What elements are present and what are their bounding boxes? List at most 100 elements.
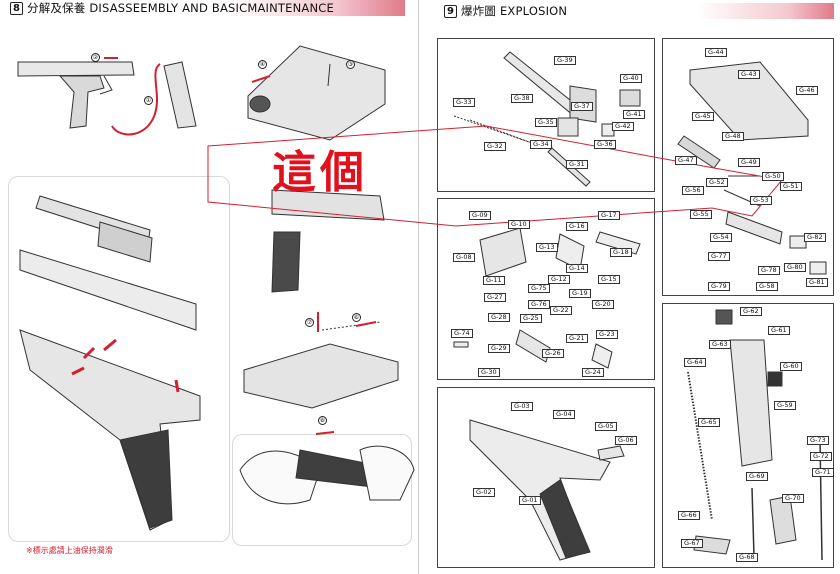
part-label: G-82 [804, 233, 826, 242]
part-label: G-51 [780, 182, 802, 191]
part-label: G-18 [610, 248, 632, 257]
section-number-8: 8 [10, 1, 23, 15]
part-label: G-41 [623, 110, 645, 119]
handwritten-annotation: 這個 [272, 147, 368, 198]
step-marker-2: ② [91, 53, 100, 62]
part-label: G-28 [488, 313, 510, 322]
pistol-partial-view-icon [271, 189, 385, 293]
part-label: G-39 [554, 56, 576, 65]
part-label: G-62 [740, 307, 762, 316]
part-label: G-67 [681, 539, 703, 548]
part-label: G-61 [768, 326, 790, 335]
part-label: G-44 [705, 48, 727, 57]
part-label: G-63 [709, 340, 731, 349]
left-page-header: 8 分解及保養 DISASSEEMBLY AND BASICMAINTENANC… [10, 0, 405, 16]
part-label: G-31 [566, 160, 588, 169]
part-label: G-20 [592, 300, 614, 309]
part-label: G-60 [780, 362, 802, 371]
step-marker-1: ① [144, 96, 153, 105]
part-label: G-19 [569, 289, 591, 298]
part-label: G-78 [758, 266, 780, 275]
part-label: G-29 [488, 344, 510, 353]
slide-with-spring-icon [243, 321, 399, 409]
pistol-side-view-icon [17, 61, 135, 129]
page-divider [418, 0, 419, 574]
lower-frame-box [437, 387, 655, 568]
part-label: G-22 [550, 306, 572, 315]
part-label: G-13 [536, 243, 558, 252]
part-label: G-65 [698, 418, 720, 427]
part-label: G-75 [528, 284, 550, 293]
part-label: G-68 [736, 553, 758, 562]
part-label: G-17 [598, 211, 620, 220]
part-label: G-64 [684, 358, 706, 367]
part-label: G-54 [710, 233, 732, 242]
part-label: G-11 [483, 276, 505, 285]
part-label: G-10 [508, 220, 530, 229]
part-label: G-50 [762, 172, 784, 181]
right-page-header: 9 爆炸圖 EXPLOSION [444, 3, 834, 19]
part-label: G-76 [528, 300, 550, 309]
step-marker-6: ⑥ [352, 313, 361, 322]
part-label: G-09 [469, 211, 491, 220]
slide-removal-frame [232, 434, 412, 546]
step-marker-3: ③ [346, 60, 355, 69]
part-label: G-03 [511, 402, 533, 411]
part-label: G-06 [615, 436, 637, 445]
part-label: G-15 [598, 275, 620, 284]
part-label: G-14 [566, 264, 588, 273]
part-label: G-46 [796, 86, 818, 95]
part-label: G-35 [535, 118, 557, 127]
part-label: G-77 [708, 252, 730, 261]
part-label: G-01 [519, 496, 541, 505]
part-label: G-71 [812, 468, 834, 477]
part-label: G-33 [453, 98, 475, 107]
lubrication-diagram-frame [8, 176, 230, 542]
part-label: G-56 [682, 186, 704, 195]
part-label: G-40 [620, 74, 642, 83]
part-label: G-32 [484, 142, 506, 151]
part-label: G-81 [806, 278, 828, 287]
right-page-title: 爆炸圖 EXPLOSION [461, 4, 568, 18]
part-label: G-73 [807, 436, 829, 445]
part-label: G-53 [750, 196, 772, 205]
part-label: G-70 [782, 494, 804, 503]
part-label: G-58 [756, 282, 778, 291]
step-marker-8: ⑧ [318, 416, 327, 425]
step-marker-7: ⑦ [305, 318, 314, 327]
part-label: G-74 [451, 329, 473, 338]
part-label: G-04 [553, 410, 575, 419]
part-label: G-45 [692, 112, 714, 121]
part-label: G-47 [675, 156, 697, 165]
part-label: G-59 [774, 401, 796, 410]
left-page-title: 分解及保養 DISASSEEMBLY AND BASICMAINTENANCE [27, 1, 334, 15]
part-label: G-25 [520, 314, 542, 323]
part-label: G-37 [571, 102, 593, 111]
part-label: G-30 [478, 368, 500, 377]
part-label: G-12 [548, 275, 570, 284]
part-label: G-69 [746, 472, 768, 481]
part-label: G-66 [678, 511, 700, 520]
part-label: G-26 [542, 349, 564, 358]
section-number-9: 9 [444, 4, 457, 18]
part-label: G-21 [566, 334, 588, 343]
part-label: G-05 [595, 422, 617, 431]
lubrication-note: ※標示處請上油保持潤滑 [26, 546, 113, 555]
part-label: G-52 [706, 178, 728, 187]
part-label: G-48 [722, 132, 744, 141]
part-label: G-55 [690, 210, 712, 219]
part-label: G-38 [511, 94, 533, 103]
part-label: G-43 [738, 70, 760, 79]
part-label: G-02 [473, 488, 495, 497]
slide-closeup-icon [247, 45, 386, 141]
part-label: G-34 [530, 140, 552, 149]
part-label: G-79 [708, 282, 730, 291]
part-label: G-16 [566, 222, 588, 231]
part-label: G-23 [596, 330, 618, 339]
part-label: G-80 [784, 263, 806, 272]
part-label: G-49 [738, 158, 760, 167]
part-label: G-24 [582, 368, 604, 377]
magazine-icon [163, 61, 197, 129]
part-label: G-72 [810, 452, 832, 461]
part-label: G-42 [612, 122, 634, 131]
